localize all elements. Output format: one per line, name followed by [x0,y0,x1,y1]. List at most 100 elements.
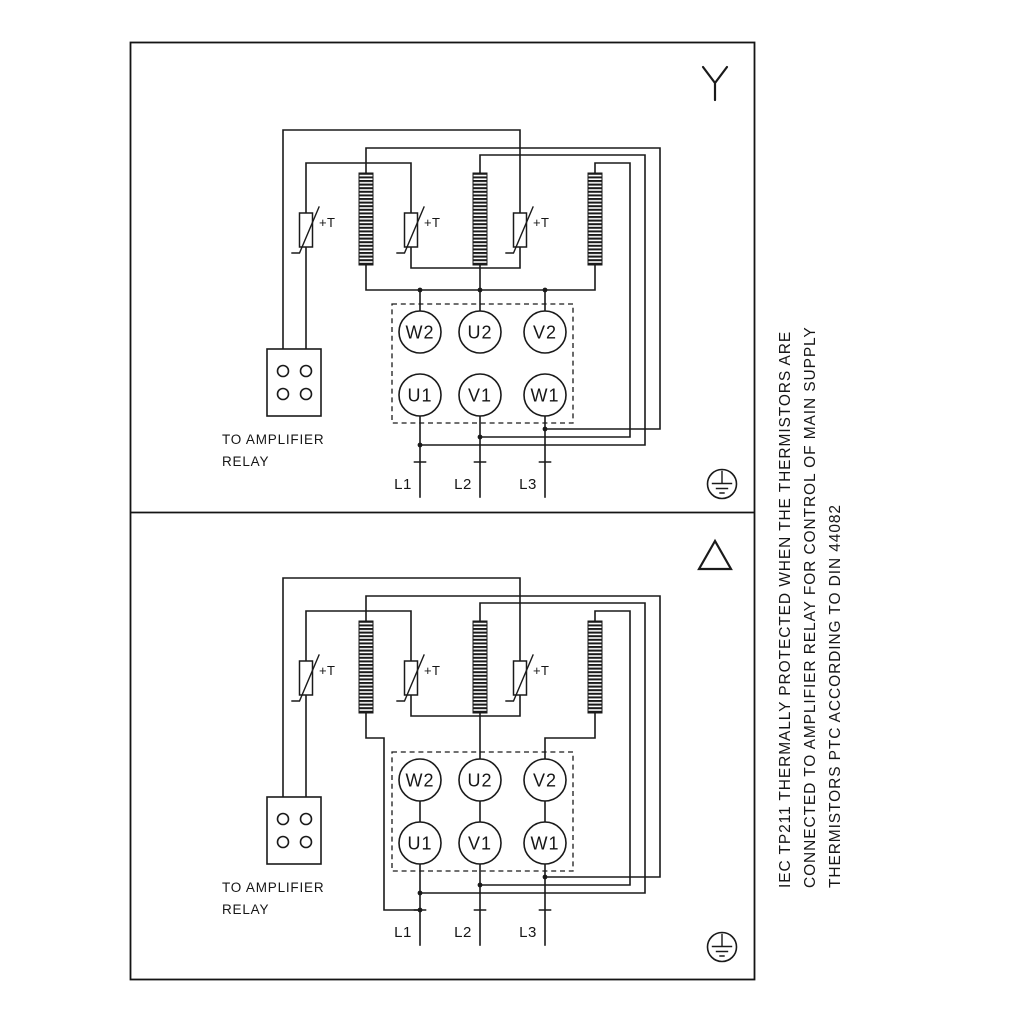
thermistor-label: +T [424,215,440,230]
thermistor-strike-icon [505,206,534,254]
junction-dot [477,287,483,293]
motor-winding-v [587,620,603,714]
terminal-label-u2: U2 [467,771,492,791]
junction-dot [542,287,548,293]
terminal-label-v2: V2 [533,323,557,343]
wire-winding2-to-u1 [419,154,646,446]
supply-label-l1: L1 [394,476,412,493]
terminal-label-w1: W1 [531,834,560,854]
junction-dot [417,442,423,448]
earth-ground-icon [706,931,738,963]
wire-winding3-to-v2 [544,712,596,760]
thermistor-label: +T [319,663,335,678]
terminal-w1: W1 [523,821,567,865]
earth-ground-icon [706,468,738,500]
thermistor-1: +T [291,206,335,254]
terminal-label-w2: W2 [406,323,435,343]
thermistor-strike-icon [396,206,425,254]
terminal-v1: V1 [458,821,502,865]
side-note-line-3: THERMISTORS PTC ACCORDING TO DIN 44082 [827,504,844,888]
relay-caption-line2: RELAY [222,454,269,469]
wire-winding1-around-to-u1 [365,712,421,911]
delta-symbol-icon [697,538,733,571]
side-note-line-1: IEC TP211 THERMALLY PROTECTED WHEN THE T… [777,331,794,888]
thermistor-label: +T [424,663,440,678]
terminal-board-outline [391,303,574,424]
amplifier-relay-terminals [266,348,322,417]
wire-winding1-to-w1 [365,595,661,878]
terminal-label-u1: U1 [407,834,432,854]
terminal-label-v2: V2 [533,771,557,791]
thermistor-3: +T [505,654,549,702]
thermistor-strike-icon [291,206,320,254]
motor-winding-w [358,172,374,266]
motor-winding-v [587,172,603,266]
thermistor-label: +T [319,215,335,230]
motor-winding-u [472,172,488,266]
terminal-v2: V2 [523,310,567,354]
junction-dot [417,287,423,293]
terminal-w1: W1 [523,373,567,417]
junction-dot [477,882,483,888]
supply-label-l3: L3 [519,924,537,941]
motor-winding-w [358,620,374,714]
terminal-label-u1: U1 [407,386,432,406]
terminal-label-u2: U2 [467,323,492,343]
side-note-line-2: CONNECTED TO AMPLIFIER RELAY FOR CONTROL… [802,326,819,888]
wire-winding1-to-w1 [365,147,661,430]
terminal-u2: U2 [458,310,502,354]
wire-thermistor2-thermistor3 [410,246,521,269]
star-symbol-icon [701,65,729,102]
thermistor-strike-icon [396,654,425,702]
wire-winding3-to-v2 [544,264,596,312]
wire-relay-to-thermistor3 [282,577,521,798]
thermistor-3: +T [505,206,549,254]
junction-dot [542,874,548,880]
terminal-label-v1: V1 [468,386,492,406]
wire-winding1-to-w2 [365,264,421,312]
wire-winding2-to-u1 [419,602,646,894]
wire-thermistor1-thermistor2 [305,610,412,662]
terminal-u1: U1 [398,821,442,865]
thermistor-1: +T [291,654,335,702]
wire-winding3-to-v1 [479,162,631,438]
thermistor-strike-icon [291,654,320,702]
thermistor-2: +T [396,206,440,254]
terminal-label-w1: W1 [531,386,560,406]
wire-thermistor2-thermistor3 [410,694,521,717]
supply-label-l1: L1 [394,924,412,941]
terminal-v1: V1 [458,373,502,417]
junction-dot [417,890,423,896]
supply-label-l2: L2 [454,924,472,941]
terminal-w2: W2 [398,758,442,802]
panel-star: +T +T +T TO AMPLIFIER RELAY W2 [222,65,738,500]
side-note: IEC TP211 THERMALLY PROTECTED WHEN THE T… [777,326,844,888]
junction-dot [542,426,548,432]
motor-winding-u [472,620,488,714]
terminal-v2: V2 [523,758,567,802]
terminal-board-outline [391,751,574,872]
relay-caption-line1: TO AMPLIFIER [222,432,324,447]
thermistor-label: +T [533,215,549,230]
supply-label-l2: L2 [454,476,472,493]
terminal-label-v1: V1 [468,834,492,854]
wire-relay-to-thermistor3 [282,129,521,350]
panel-delta: +T +T +T TO AMPLIFIER RELAY W2 [222,538,738,963]
junction-dot [417,907,423,913]
junction-dot [477,434,483,440]
wire-thermistor1-thermistor2 [305,162,412,214]
relay-caption-line1: TO AMPLIFIER [222,880,324,895]
amplifier-relay-terminals [266,796,322,865]
thermistor-2: +T [396,654,440,702]
terminal-label-w2: W2 [406,771,435,791]
supply-label-l3: L3 [519,476,537,493]
thermistor-strike-icon [505,654,534,702]
terminal-w2: W2 [398,310,442,354]
relay-caption-line2: RELAY [222,902,269,917]
drawing-frame [129,41,756,981]
terminal-u1: U1 [398,373,442,417]
thermistor-label: +T [533,663,549,678]
wire-delta-links [419,800,546,823]
terminal-u2: U2 [458,758,502,802]
